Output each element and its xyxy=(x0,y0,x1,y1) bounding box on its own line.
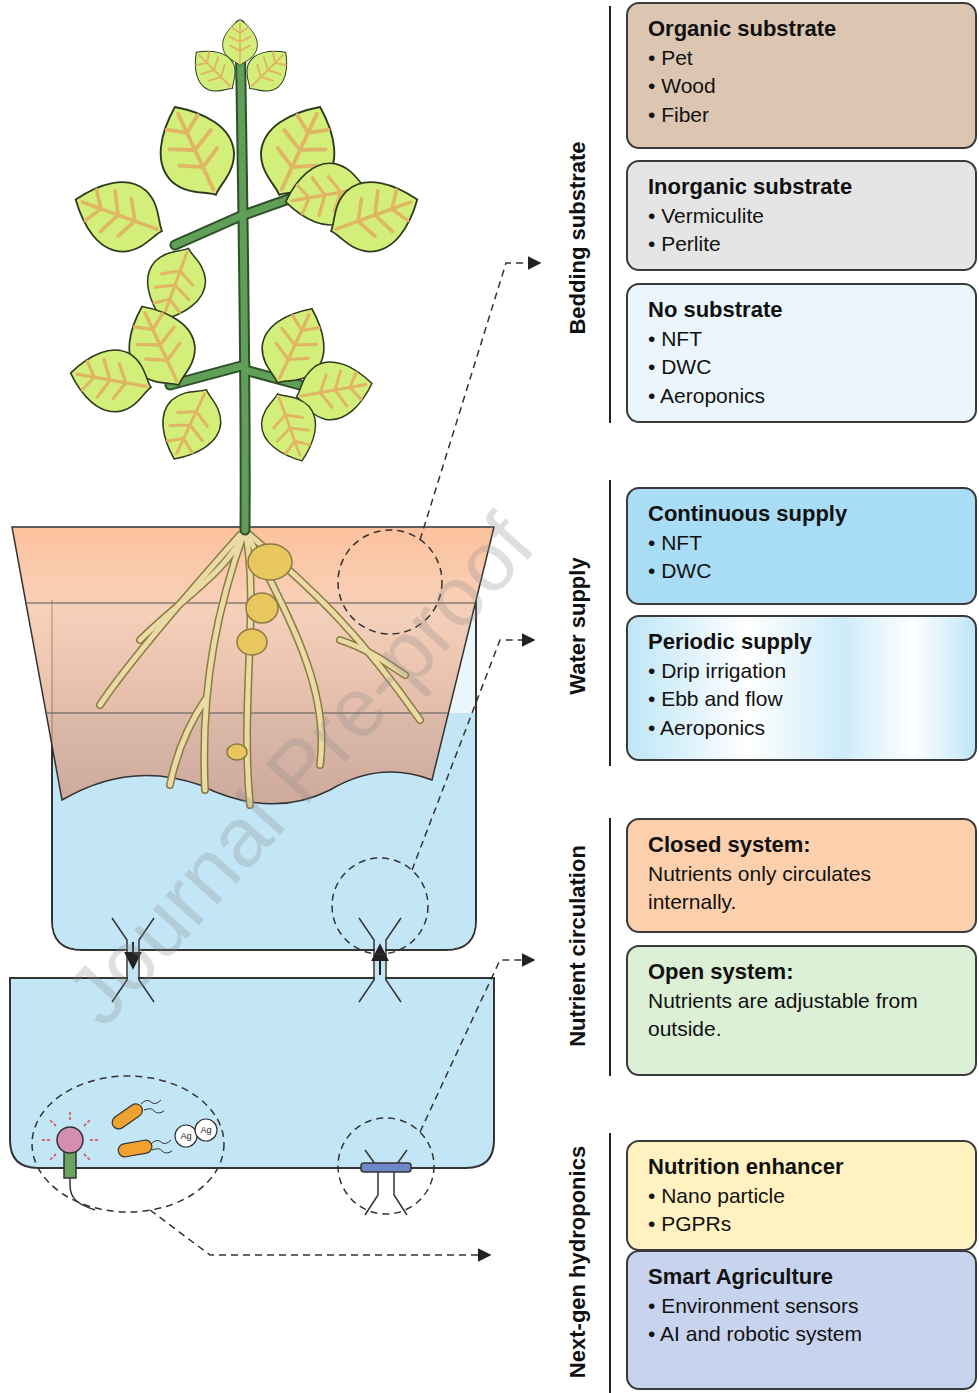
nanoparticle xyxy=(175,1119,217,1147)
box-heading: Periodic supply xyxy=(648,627,961,657)
category-box: Closed system:Nutrients only circulates … xyxy=(626,818,977,933)
category-box: No substrate• NFT• DWC• Aeroponics xyxy=(626,283,977,423)
category-box: Smart Agriculture• Environment sensors• … xyxy=(626,1250,977,1390)
particle-label: Ag xyxy=(200,1125,211,1135)
group-heading: Nutrient circulation xyxy=(565,845,591,1047)
category-box: Nutrition enhancer• Nano particle• PGPRs xyxy=(626,1140,977,1251)
box-heading: No substrate xyxy=(648,295,961,325)
box-heading: Nutrition enhancer xyxy=(648,1152,961,1182)
box-item: • Nano particle xyxy=(648,1182,961,1211)
box-item: • Vermiculite xyxy=(648,202,961,231)
box-item: • Drip irrigation xyxy=(648,657,961,686)
box-heading: Smart Agriculture xyxy=(648,1262,961,1292)
category-box: Periodic supply• Drip irrigation• Ebb an… xyxy=(626,615,977,761)
box-item: • NFT xyxy=(648,325,961,354)
box-item: • PGPRs xyxy=(648,1210,961,1239)
box-item: Nutrients are adjustable from outside. xyxy=(648,987,961,1044)
box-heading: Organic substrate xyxy=(648,14,961,44)
box-item: • Pet xyxy=(648,44,961,73)
box-item: Nutrients only circulates internally. xyxy=(648,860,961,917)
category-box: Continuous supply• NFT• DWC xyxy=(626,487,977,605)
box-item: • Wood xyxy=(648,72,961,101)
category-box: Open system:Nutrients are adjustable fro… xyxy=(626,945,977,1076)
box-heading: Continuous supply xyxy=(648,499,961,529)
box-heading: Inorganic substrate xyxy=(648,172,961,202)
box-item: • NFT xyxy=(648,529,961,558)
box-item: • Aeroponics xyxy=(648,714,961,743)
plant-leaves xyxy=(64,20,429,472)
box-item: • AI and robotic system xyxy=(648,1320,961,1349)
box-heading: Open system: xyxy=(648,957,961,987)
box-item: • Aeroponics xyxy=(648,382,961,411)
category-box: Inorganic substrate• Vermiculite• Perlit… xyxy=(626,160,977,271)
box-heading: Closed system: xyxy=(648,830,961,860)
box-item: • Ebb and flow xyxy=(648,685,961,714)
particle-label: Ag xyxy=(180,1131,191,1141)
category-box: Organic substrate• Pet• Wood• Fiber xyxy=(626,2,977,149)
group-heading: Bedding substrate xyxy=(565,141,591,334)
group-heading: Water supply xyxy=(565,557,591,694)
box-item: • Fiber xyxy=(648,101,961,130)
sensor xyxy=(40,1110,100,1210)
pgpr-bacteria xyxy=(110,1100,172,1158)
box-item: • Perlite xyxy=(648,230,961,259)
group-heading: Next-gen hydroponics xyxy=(565,1146,591,1378)
box-item: • DWC xyxy=(648,557,961,586)
box-item: • DWC xyxy=(648,353,961,382)
box-item: • Environment sensors xyxy=(648,1292,961,1321)
group-bracket xyxy=(609,6,611,1393)
